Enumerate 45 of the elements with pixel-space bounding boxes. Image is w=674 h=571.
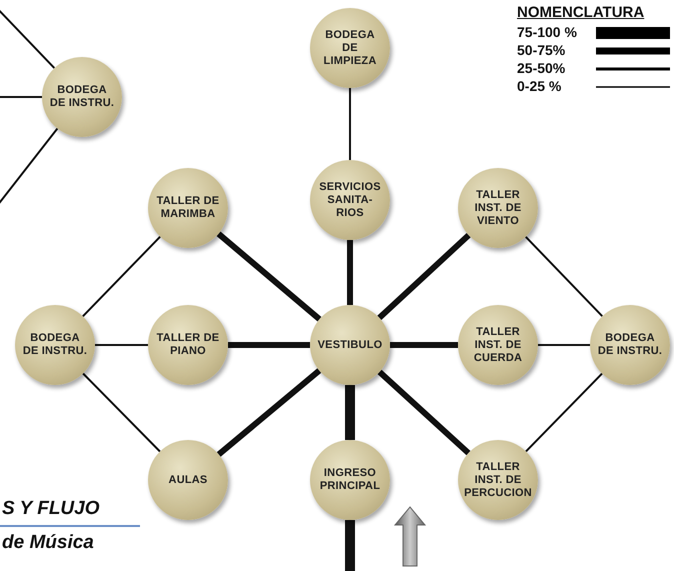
room-label: INGRESO PRINCIPAL [318,467,382,493]
room-label: VESTIBULO [317,338,383,352]
flow-line [216,232,322,322]
room-label: AULAS [168,474,208,486]
room-circle [458,168,538,248]
flow-line [377,232,471,320]
flow-line [349,88,351,160]
flow-line [538,344,590,346]
flow-line [525,372,603,452]
legend-label: 25-50% [517,60,566,76]
legend-title: NOMENCLATURA [517,4,644,21]
room-circle [148,168,228,248]
room-circle [42,57,122,137]
room-label: SERVICIOS SANITA-RIOS [318,180,382,220]
flow-line [82,236,161,317]
legend-label: 50-75% [517,42,566,58]
room-label: TALLER INST. DE VIENTO [474,188,522,228]
room-label: TALLER INST. DE CUERDA [472,326,524,364]
room-label: BODEGA DE INSTRU. [22,332,88,358]
room-label: BODEGA DE INSTRU. [49,84,115,110]
flow-line [82,372,161,452]
flow-line [345,385,355,440]
flow-line [347,240,353,305]
room-label: TALLER DE MARIMBA [156,195,220,221]
flow-line [0,96,42,98]
section-title: S Y FLUJO [2,498,100,520]
legend-label: 75-100 % [517,24,577,40]
room-label: TALLER INST. DE PERCUCION [463,460,533,500]
flow-line [525,236,603,317]
flow-line [216,368,322,457]
room-label: BODEGA DE LIMPIEZA [322,28,378,68]
room-circle [590,305,670,385]
flow-line [378,370,470,456]
room-circle [148,440,228,520]
section-subtitle: de Música [2,532,94,554]
legend-label: 0-25 % [517,78,562,94]
room-circle [310,305,390,385]
flow-line [390,342,458,348]
room-label: BODEGA DE INSTRU. [597,332,663,358]
room-label: TALLER DE PIANO [156,332,220,358]
flow-line [345,520,355,571]
flow-line [95,344,148,346]
room-circle [15,305,95,385]
room-circle [458,440,538,520]
flow-line [228,342,310,348]
